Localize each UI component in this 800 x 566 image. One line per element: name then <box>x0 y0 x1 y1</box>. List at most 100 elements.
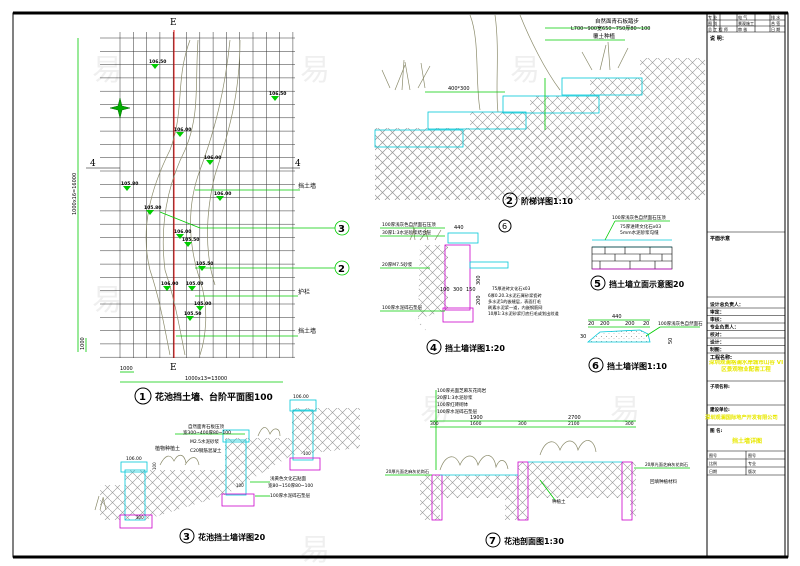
svg-text:日期: 日期 <box>709 468 717 474</box>
elevation-marker-icon <box>216 196 224 201</box>
title-block: 专 业 电 气 排 水 图 别 景观施工 合 签 总 工 程 师 审 核 日 期… <box>705 13 786 557</box>
svg-text:花池剖面图1:30: 花池剖面图1:30 <box>504 536 564 546</box>
svg-text:易: 易 <box>420 393 450 428</box>
d7-dim-3: 1600 <box>470 421 482 427</box>
svg-text:易: 易 <box>300 53 330 88</box>
elevation-marker-icon <box>186 316 194 321</box>
d4-dim-4: 300 <box>476 275 482 285</box>
d6-dim-5: 30 <box>580 334 586 340</box>
d2-note-1: L700~900宽650~750厚80~100 <box>571 25 650 32</box>
grid-spacing-dim-v: 1000 <box>80 337 86 350</box>
d6-dim-2: 200 <box>600 321 610 327</box>
svg-text:电 气: 电 气 <box>738 14 747 20</box>
notes-label: 说 明： <box>710 35 727 42</box>
elevation-marker-icon <box>184 242 192 247</box>
elevation-label: 106.00 <box>174 229 191 235</box>
elevation-label: 106.00 <box>204 155 221 161</box>
d3-dim-0: 300 <box>136 515 144 520</box>
drawing-name: 挡土墙详图 <box>732 437 762 445</box>
d6-note-0: 100厚浅灰色自然面石 <box>658 320 703 327</box>
d7-dim-4: 300 <box>518 421 527 427</box>
d7-note-1: 20厚1:3水泥砂浆 <box>437 394 473 401</box>
total-width-dim: 1000x13=13000 <box>185 376 227 382</box>
axis-4-right: 4 <box>295 159 301 169</box>
elevation-label: 106.50 <box>269 91 286 97</box>
elevation-marker-icon <box>176 234 184 239</box>
svg-text:阶梯详图1:10: 阶梯详图1:10 <box>521 196 573 206</box>
detail-6-coping: 440 20 200 200 20 30 50 100厚浅灰色自然面石 6 挡土… <box>580 314 703 373</box>
elevation-label: 105.00 <box>186 281 203 287</box>
watermark-layer: 易 易 易 易 易 易 易 <box>92 53 640 566</box>
detail-3-title: 3 花池挡土墙详图20 <box>179 528 266 544</box>
d5-note-0: 100厚浅灰色自然面石压顶 <box>612 214 666 221</box>
elevation-label: 105.50 <box>196 261 213 267</box>
detail-5-elevation: 100厚浅灰色自然面石压顶 75厚进砖文化石x03 5mm水泥砂浆勾缝 5 挡土… <box>590 214 685 291</box>
elevation-marker-icon <box>188 286 196 291</box>
d7-note-0: 100厚光面芝麻灰花岗岩 <box>437 387 487 394</box>
d4-note-0: 100厚浅灰色自然面石压顶 <box>382 221 436 228</box>
d3-note-3: C20钢筋混凝土 <box>190 447 222 454</box>
d3-note-6: 宽80~150厚80~100 <box>268 482 313 489</box>
d6-dim-1: 20 <box>588 321 594 327</box>
d7-note-2: 100厚红砖砌体 <box>437 401 469 408</box>
svg-text:专 业: 专 业 <box>708 14 717 20</box>
d3-elev-0: 106.00 <box>126 456 142 462</box>
elevation-marker-icon <box>198 266 206 271</box>
d4-dim-2: 300 <box>453 287 463 293</box>
plan-label-retaining-wall-2: 挡土墙 <box>298 327 316 335</box>
d4-dim-3: 150 <box>466 287 476 293</box>
subproject-label: 子项名称: <box>710 383 730 390</box>
project-name: 深圳观澜格澜水岸城市山谷 VI区景观物业配套工程 <box>708 360 784 373</box>
svg-text:景观施工: 景观施工 <box>738 20 754 26</box>
elevation-label: 105.80 <box>121 181 138 187</box>
north-arrow-icon <box>109 97 131 119</box>
svg-text:挡土墙立面示意图20: 挡土墙立面示意图20 <box>609 279 685 289</box>
axis-4-left: 4 <box>90 159 96 169</box>
svg-text:6: 6 <box>502 222 507 231</box>
elevation-label: 106.50 <box>149 59 166 65</box>
svg-text:图 别: 图 别 <box>708 20 717 26</box>
role-label: 审核： <box>710 316 724 323</box>
d7-note-7: 种植土 <box>552 498 566 505</box>
role-label: 制图： <box>710 346 724 353</box>
svg-text:审 核: 审 核 <box>738 26 747 32</box>
plan-label-retaining-wall-1: 挡土墙 <box>298 182 316 190</box>
axis-e-bottom: E <box>170 363 177 373</box>
detail-5-title: 5 挡土墙立面示意图20 <box>590 275 685 291</box>
svg-text:易: 易 <box>92 283 122 318</box>
vertical-total-dim: 1000x16=16000 <box>72 173 78 215</box>
svg-text:6: 6 <box>592 361 599 372</box>
grid-spacing-dim: 1000 <box>120 366 133 372</box>
plan-view: E E 4 4 挡土墙 护栏 挡土墙 3 2 106.50106.50106.0… <box>72 18 350 405</box>
elevation-label: 106.00 <box>174 127 191 133</box>
detail-2-step: 自然面青石板踏步 L700~900宽650~750厚80~100 覆土种植 40… <box>374 14 705 208</box>
svg-text:7: 7 <box>489 536 496 547</box>
svg-text:2: 2 <box>506 196 513 207</box>
d4-note-2: 20厚M7.5砂浆 <box>382 261 413 268</box>
d4-dim-1: 100 <box>440 287 450 293</box>
section-ref-2: 2 <box>334 260 350 276</box>
d7-dim-2: 300 <box>430 421 439 427</box>
spot-elevations: 106.50 106.50 106.00 106.00 105.80 106.00 105.… <box>121 59 286 321</box>
d6-dim-6: 50 <box>668 338 674 344</box>
detail-2-title: 2 阶梯详图1:10 <box>502 192 573 208</box>
detail-4-title: 4 挡土墙详图1:20 <box>426 339 505 355</box>
elevation-marker-icon <box>123 186 131 191</box>
d4-note-3: 75厚进砖文化石x03 <box>492 285 531 292</box>
svg-text:3: 3 <box>338 224 345 235</box>
d3-note-4: 植物种植土 <box>155 445 180 452</box>
d3-dim-2: 100 <box>303 451 311 456</box>
d3-dim-1: 100 <box>236 483 244 488</box>
d4-note-5: 多水泥1的嵌缝层，表面打毛 <box>488 298 542 305</box>
d7-dim-6: 300 <box>625 421 634 427</box>
elevation-marker-icon <box>151 64 159 69</box>
d4-note-1: 30厚1:3水泥砂浆结合层 <box>382 229 431 236</box>
d7-note-6: 回填种植材料 <box>650 478 677 485</box>
svg-text:5: 5 <box>594 279 601 290</box>
d4-note-4: 6厚0.20.3水泥石膏砂浆瓷砖 <box>488 292 542 299</box>
client-label: 建设单位: <box>709 406 730 413</box>
svg-text:排 水: 排 水 <box>771 14 780 20</box>
axis-e-top: E <box>170 18 177 28</box>
d4-note-8: 100厚水泥碎石垫层 <box>382 304 423 311</box>
svg-text:花池挡土墙详图20: 花池挡土墙详图20 <box>198 532 266 542</box>
